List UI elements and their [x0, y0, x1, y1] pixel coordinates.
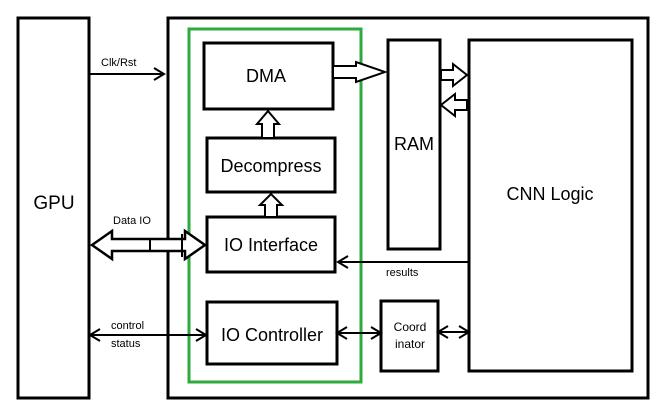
controller-coordinator-left-head	[335, 326, 348, 340]
coordinator-cnn-right-head	[458, 325, 471, 339]
data-io-arrow	[89, 228, 208, 262]
gpu-label: GPU	[33, 193, 74, 214]
io-interface-label: IO Interface	[224, 235, 318, 255]
decompress-label: Decompress	[220, 156, 321, 176]
decompress-to-dma-arrow	[254, 109, 282, 139]
cnn-to-ram-arrow	[439, 91, 468, 119]
io-controller-block	[205, 300, 339, 366]
coordinator-block	[379, 299, 440, 373]
accelerator-container	[166, 16, 650, 400]
control-label: control	[111, 320, 144, 332]
ram-to-cnn-arrow	[440, 61, 469, 89]
gpu-block	[16, 16, 91, 400]
data-io-label: Data IO	[113, 215, 151, 227]
highlight-region	[187, 27, 363, 384]
controller-coordinator-right-head	[370, 326, 383, 340]
control-status-left-head	[88, 328, 101, 342]
status-label: status	[111, 338, 141, 350]
dma-to-ram-arrow	[332, 60, 389, 84]
decompress-block	[205, 136, 337, 194]
cnn-logic-block	[467, 38, 634, 373]
io-interface-to-decompress-arrow	[257, 192, 285, 218]
coordinator-cnn-left-head	[436, 325, 449, 339]
dma-label: DMA	[246, 66, 286, 86]
coordinator-label-line1: Coord	[394, 320, 427, 334]
results-label: results	[386, 267, 419, 279]
cnn-logic-label: CNN Logic	[506, 184, 593, 204]
ram-block	[386, 38, 442, 251]
io-controller-label: IO Controller	[221, 325, 323, 345]
coordinator-label-line2: inator	[395, 337, 425, 351]
clk-rst-label: Clk/Rst	[101, 57, 136, 69]
results-arrowhead	[336, 255, 349, 269]
ram-label: RAM	[394, 134, 434, 154]
control-status-right-head	[195, 328, 208, 342]
dma-block	[202, 41, 335, 111]
clk-rst-arrowhead	[153, 67, 166, 81]
